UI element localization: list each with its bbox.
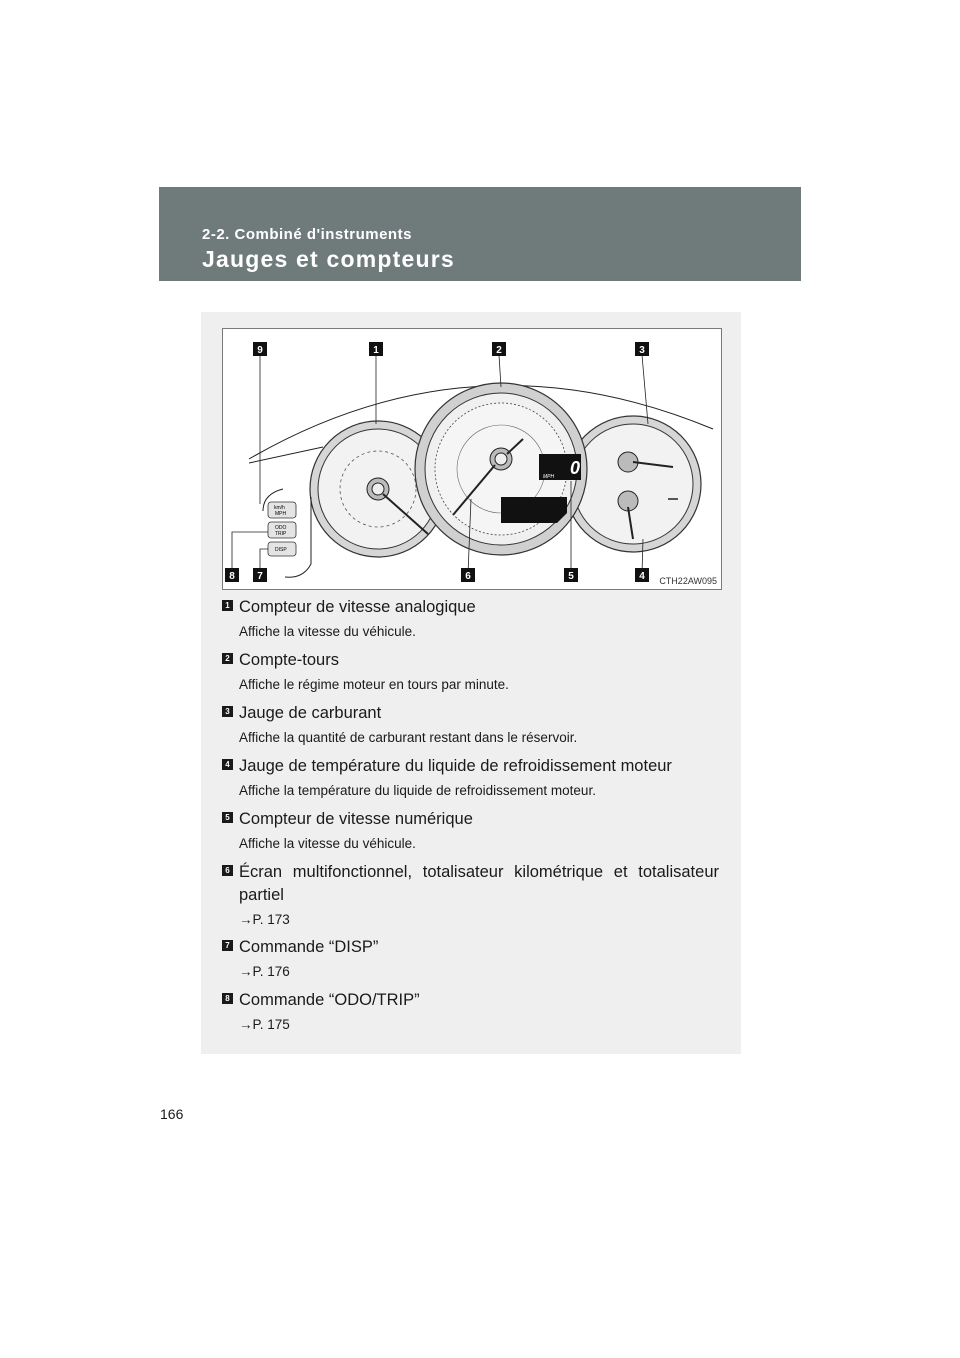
item-title: Jauge de carburant [239,704,382,722]
figure-code: CTH22AW095 [659,576,717,586]
item-cross-reference[interactable]: →P. 175 [239,1017,290,1032]
item-list: 1 Compteur de vitesse analogique Affiche… [201,312,741,1054]
item-title: Commande “DISP” [239,938,379,956]
multi-information-display [501,497,567,523]
item-number-badge: 6 [222,865,233,876]
item-number-badge: 8 [222,993,233,1004]
item-cross-reference[interactable]: →P. 173 [239,912,290,927]
svg-text:km/h: km/h [274,505,285,511]
item-number-badge: 1 [222,600,233,611]
digital-speed-display [539,454,581,480]
instrument-cluster-illustration: 0 MPH km/h MPH ODO TRIP DISP [225,342,714,582]
item-number-badge: 2 [222,653,233,664]
callout-8: 8 [229,571,235,582]
callout-3: 3 [639,345,645,356]
odo-trip-switch[interactable] [267,521,297,539]
item-number-badge: 7 [222,940,233,951]
digital-speed-value: 0 [570,458,580,478]
page-title: Jauges et compteurs [202,246,455,272]
item-description: Affiche la température du liquide de ref… [239,783,596,798]
units-switch[interactable] [267,501,297,519]
item-number-badge: 3 [222,706,233,717]
section-header: 2-2. Combiné d'instruments Jauges et com… [159,187,801,281]
callout-6: 6 [465,571,471,582]
svg-text:MPH: MPH [275,511,287,517]
item-description: Affiche le régime moteur en tours par mi… [239,677,509,692]
item-number-badge: 4 [222,759,233,770]
callout-2: 2 [496,345,502,356]
digital-speed-unit: MPH [543,474,555,480]
content-panel: 0 MPH km/h MPH ODO TRIP DISP [201,312,741,1054]
item-title: Compteur de vitesse analogique [239,598,476,616]
analog-speedometer [309,420,447,558]
page-number: 166 [160,1106,184,1122]
callout-5: 5 [568,571,574,582]
item-cross-reference[interactable]: →P. 176 [239,964,290,979]
callout-badges: 9 1 2 3 8 7 6 5 4 [225,342,649,582]
svg-text:TRIP: TRIP [275,531,287,537]
item-title: Compteur de vitesse numérique [239,810,473,828]
item-description: Affiche la vitesse du véhicule. [239,624,416,639]
callout-4: 4 [639,571,645,582]
section-label: 2-2. Combiné d'instruments [202,226,412,243]
callout-7: 7 [257,571,263,582]
item-title: Jauge de température du liquide de refro… [239,757,672,775]
svg-text:DISP: DISP [275,547,287,553]
svg-text:ODO: ODO [275,525,287,531]
item-number-badge: 5 [222,812,233,823]
item-title: Commande “ODO/TRIP” [239,991,420,1009]
callout-9: 9 [257,345,263,356]
item-description: Affiche la quantité de carburant restant… [239,730,578,745]
instrument-cluster-figure: 0 MPH km/h MPH ODO TRIP DISP [222,328,722,590]
item-title: Compte-tours [239,651,339,669]
item-description: Affiche la vitesse du véhicule. [239,836,416,851]
callout-1: 1 [373,345,379,356]
fuel-temp-gauge [564,415,702,553]
item-title: Écran multifonctionnel, totalisateur kil… [239,863,719,904]
